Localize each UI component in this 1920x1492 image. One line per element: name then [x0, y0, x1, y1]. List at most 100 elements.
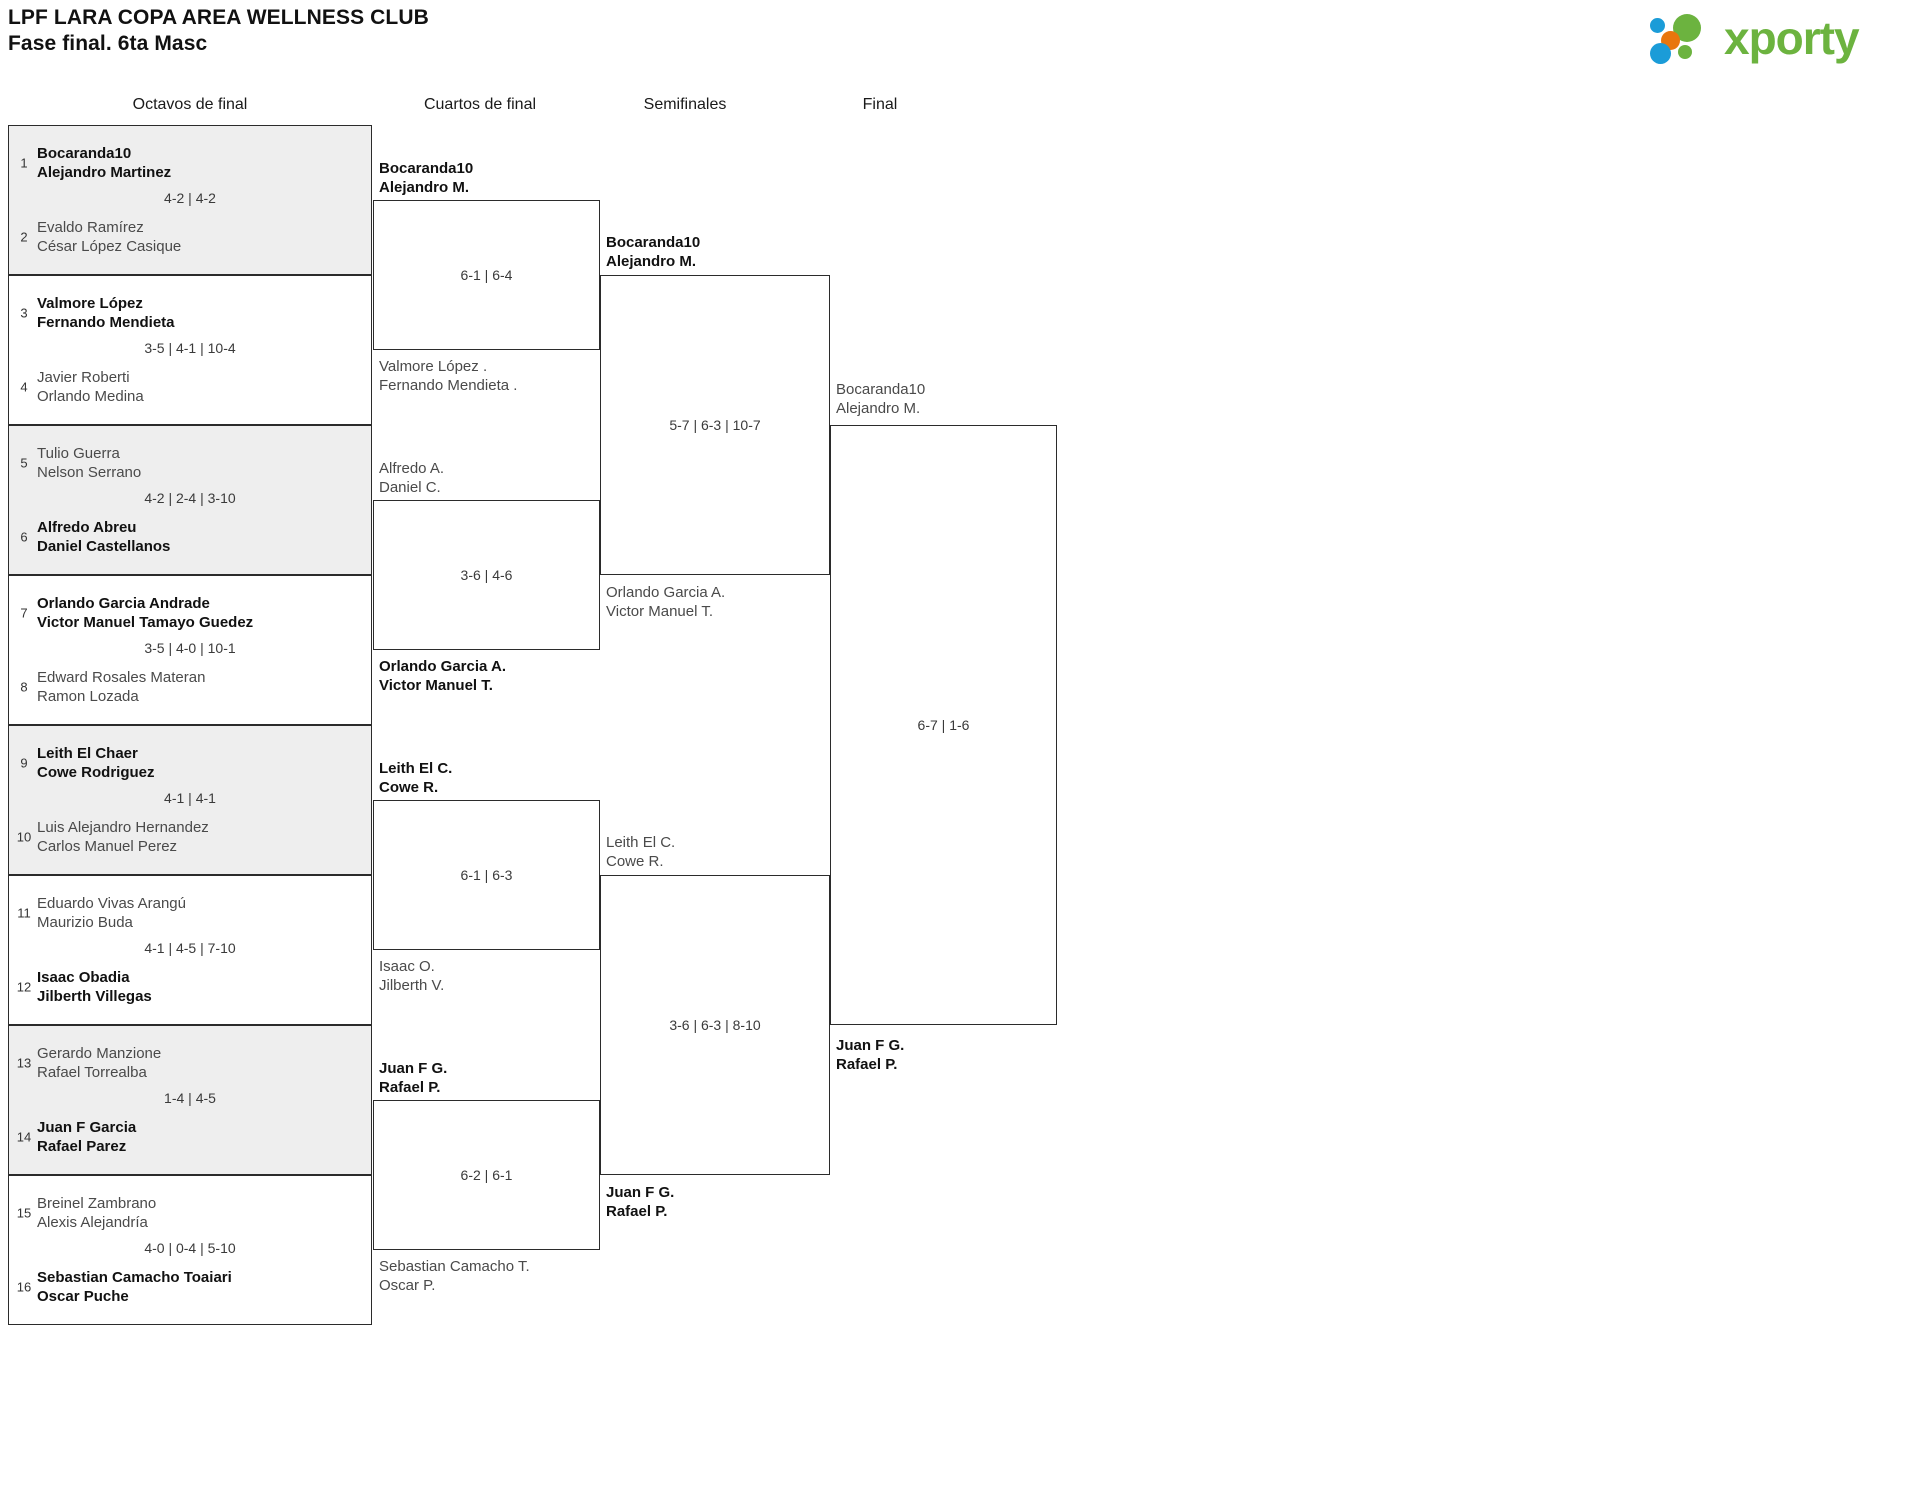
seed-number: 3: [20, 305, 28, 321]
bracket-entrant-qf[interactable]: Valmore López .Fernando Mendieta .: [379, 357, 517, 395]
bracket-entrant-f[interactable]: Juan F G.Rafael P.: [836, 1036, 904, 1074]
bracket-entrant-sf[interactable]: Leith El C.Cowe R.: [606, 833, 675, 871]
seed-number: 8: [20, 679, 28, 695]
entrant-player2: Carlos Manuel Perez: [37, 838, 178, 855]
bracket-entrant-qf[interactable]: Juan F G.Rafael P.: [379, 1059, 447, 1097]
entrant-player2: Alejandro Martinez: [37, 164, 172, 181]
match-score: 6-1 | 6-3: [460, 867, 513, 883]
entrant-player2: Daniel C.: [379, 479, 441, 496]
bracket-entrant-qf[interactable]: Alfredo A. Daniel C.: [379, 459, 444, 497]
entrant-player2: Cowe R.: [606, 853, 664, 870]
entrant-player2: Rafael Torrealba: [37, 1064, 147, 1081]
match-score: 4-0 | 0-4 | 5-10: [144, 1240, 236, 1256]
entrant-player1: Isaac Obadia: [37, 969, 130, 986]
match-score: 4-2 | 4-2: [164, 190, 216, 206]
entrant-player2: Alejandro M.: [836, 400, 921, 417]
match-score: 3-6 | 4-6: [460, 567, 513, 583]
xporty-logo: xporty: [1650, 8, 1900, 68]
tournament-phase: Fase final. 6ta Masc: [8, 32, 208, 55]
entrant-player1: Alfredo A.: [379, 460, 445, 477]
entrant-player1: Sebastian Camacho Toaiari: [37, 1269, 232, 1286]
connector-box-qf: 3-6 | 4-6: [373, 500, 600, 650]
entrant-player1: Sebastian Camacho T.: [379, 1258, 530, 1275]
entrant-player1: Bocaranda10: [37, 145, 132, 162]
bracket-entrant-qf[interactable]: Leith El C. Cowe R.: [379, 759, 452, 797]
entrant-player2: Victor Manuel Tamayo Guedez: [37, 614, 254, 631]
seed-number: 9: [20, 755, 28, 771]
seed-number: 12: [16, 979, 32, 995]
bracket-entrant-qf[interactable]: Orlando Garcia A.Victor Manuel T.: [379, 657, 506, 695]
entrant-player2: Victor Manuel T.: [606, 603, 713, 620]
match-score: 4-2 | 2-4 | 3-10: [144, 490, 236, 506]
logo-dot-blue-large: [1650, 43, 1671, 64]
entrant-player1: Breinel Zambrano: [37, 1195, 157, 1212]
logo-dot-green-small: [1678, 45, 1692, 59]
page-header: LPF LARA COPA AREA WELLNESS CLUB Fase fi…: [0, 0, 1920, 80]
seed-number: 2: [20, 229, 28, 245]
connector-box-qf: 6-1 | 6-3: [373, 800, 600, 950]
seed-number: 15: [16, 1205, 32, 1221]
entrant-player2: Ramon Lozada: [37, 688, 139, 705]
connector-box-sf: 5-7 | 6-3 | 10-7: [600, 275, 830, 575]
entrant-player2: Daniel Castellanos: [37, 538, 171, 555]
tournament-title: LPF LARA COPA AREA WELLNESS CLUB: [8, 6, 429, 29]
entrant-player1: Bocaranda10: [836, 381, 926, 398]
entrant-player1: Leith El Chaer: [37, 745, 138, 762]
bracket-entrant-sf[interactable]: Orlando Garcia A.Victor Manuel T.: [606, 583, 725, 621]
entrant-player1: Orlando Garcia Andrade: [37, 595, 210, 612]
entrant-player1: Juan F G.: [606, 1184, 675, 1201]
match-score: 5-7 | 6-3 | 10-7: [669, 417, 761, 433]
entrant-player1: Juan F Garcia: [37, 1119, 137, 1136]
entrant-player2: Alexis Alejandría: [37, 1214, 148, 1231]
bracket-entrant-sf[interactable]: Juan F G.Rafael P.: [606, 1183, 674, 1221]
entrant-player1: Eduardo Vivas Arangú: [37, 895, 186, 912]
seed-number: 13: [16, 1055, 32, 1071]
match-score: 6-2 | 6-1: [460, 1167, 513, 1183]
bracket-entrant-qf[interactable]: Isaac O. Jilberth V.: [379, 957, 444, 995]
bracket-entrant-qf[interactable]: Sebastian Camacho T.Oscar P.: [379, 1257, 530, 1295]
entrant-player1: Javier Roberti: [37, 369, 130, 386]
entrant-player1: Isaac O.: [379, 958, 435, 975]
entrant-player2: Cowe R.: [379, 779, 439, 796]
entrant-player2: Fernando Mendieta .: [379, 377, 518, 394]
entrant-player2: Jilberth V.: [379, 977, 445, 994]
entrant-player1: Alfredo Abreu: [37, 519, 137, 536]
entrant-player1: Leith El C.: [379, 760, 453, 777]
seed-number: 14: [16, 1129, 32, 1145]
